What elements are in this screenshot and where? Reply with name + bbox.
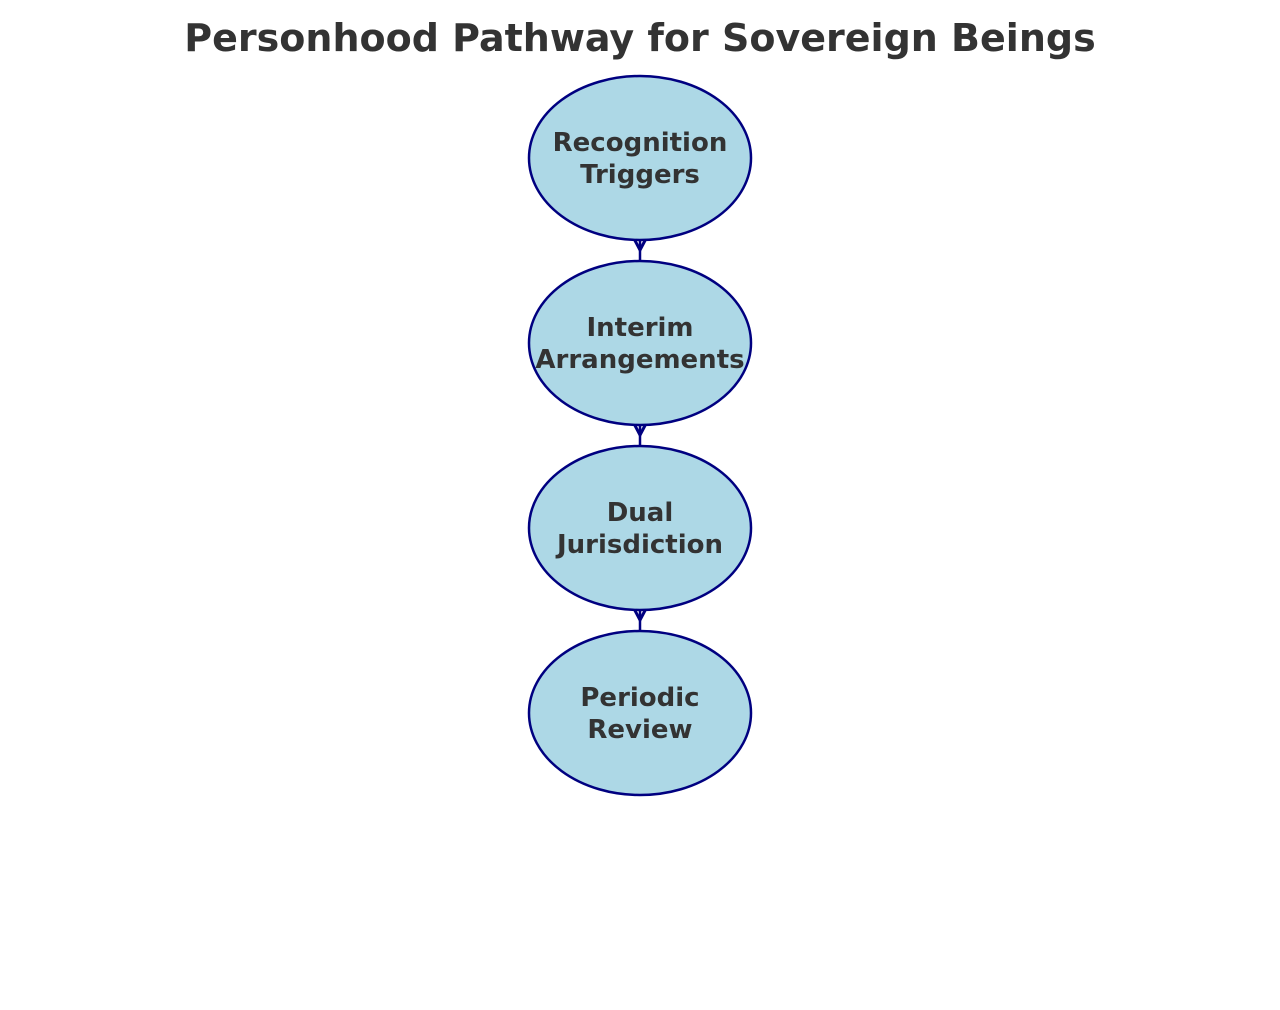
node-label-line: Jurisdiction bbox=[555, 530, 723, 560]
node-ellipse bbox=[527, 444, 753, 612]
node-ellipse bbox=[527, 259, 753, 427]
node-ellipse bbox=[527, 629, 753, 797]
node-label-line: Triggers bbox=[580, 160, 700, 190]
node-label-line: Dual bbox=[607, 498, 674, 528]
node-label-line: Periodic bbox=[580, 683, 699, 713]
diagram-title: Personhood Pathway for Sovereign Beings bbox=[184, 16, 1095, 60]
node-label-line: Arrangements bbox=[535, 345, 744, 375]
node-label-line: Review bbox=[587, 715, 692, 745]
nodes-layer: RecognitionTriggersInterimArrangementsDu… bbox=[527, 74, 753, 797]
node-ellipse bbox=[527, 74, 753, 242]
node-label-line: Interim bbox=[586, 313, 693, 343]
node-label-line: Recognition bbox=[553, 128, 728, 158]
